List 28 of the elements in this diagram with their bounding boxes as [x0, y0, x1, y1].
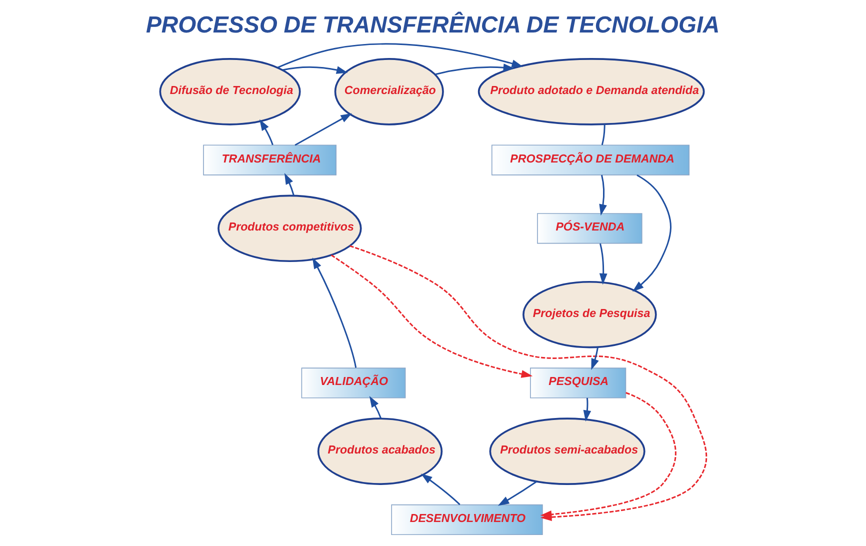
arrow: [282, 66, 348, 74]
arrow: [598, 174, 606, 216]
arrow: [312, 257, 356, 368]
arrow: [294, 113, 352, 146]
arrow: [276, 43, 523, 68]
node-ellipse: Produtos semi-acabados: [488, 418, 645, 485]
arrow: [284, 173, 294, 196]
arrow: [368, 396, 382, 419]
node-box: PROSPECÇÃO DE DEMANDA: [490, 144, 690, 176]
arrow: [330, 254, 532, 378]
arrow: [434, 64, 514, 76]
node-ellipse: Difusão de Tecnologia: [158, 58, 300, 126]
node-ellipse: Produtos competitivos: [217, 194, 362, 262]
arrow: [582, 398, 591, 422]
arrow: [590, 347, 598, 370]
arrow: [632, 174, 671, 292]
node-box: DESENVOLVIMENTO: [390, 504, 542, 536]
node-box: TRANSFERÊNCIA: [202, 144, 336, 176]
arrow: [598, 243, 607, 285]
arrow: [259, 119, 273, 146]
connector: [600, 124, 605, 146]
diagram-title: PROCESSO DE TRANSFERÊNCIA DE TECNOLOGIA: [145, 11, 720, 38]
node-box: PÓS-VENDA: [536, 213, 642, 244]
arrow: [540, 392, 676, 518]
arrow: [497, 480, 537, 506]
arrow: [420, 474, 460, 506]
node-box: PESQUISA: [530, 368, 626, 398]
node-box: VALIDAÇÃO: [300, 368, 406, 398]
